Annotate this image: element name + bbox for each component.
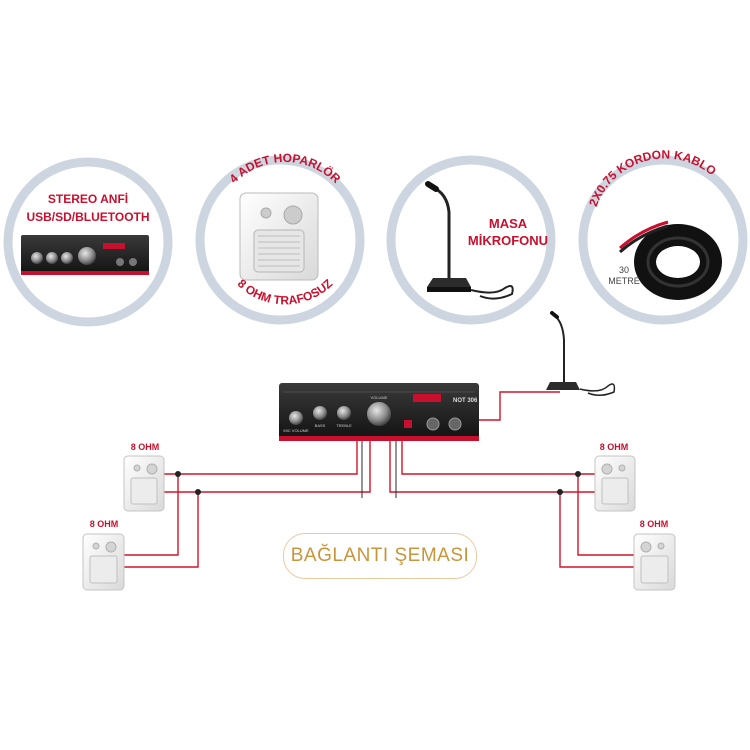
circle-3-line-1: MASA [489, 216, 528, 231]
mini-amplifier-image [21, 235, 149, 275]
usb-sd-display [413, 394, 441, 402]
speaker-top-right-label: 8 OHM [600, 442, 629, 452]
speaker-bottom-left: 8 OHM [82, 519, 125, 591]
main-amplifier: NOT 306 MIC VOLUME BASS TREBLE VOLUME [279, 383, 479, 441]
speaker-bottom-left-label: 8 OHM [90, 519, 119, 529]
knob-label-bass: BASS [315, 423, 326, 428]
diagram-title: BAĞLANTI ŞEMASI [290, 545, 470, 566]
microphone-image [425, 181, 514, 300]
cable-length-number: 30 [619, 265, 629, 275]
circle-1-line-2: USB/SD/BLUETOOTH [26, 210, 149, 224]
speaker-top-left-label: 8 OHM [131, 442, 160, 452]
knob-label-treble: TREBLE [336, 423, 352, 428]
circle-3-line-2: MİKROFONU [468, 233, 548, 248]
knob-label-volume: VOLUME [371, 395, 388, 400]
wire-junctions [175, 471, 581, 495]
amplifier-knobs [289, 402, 391, 426]
circle-cable: 2X0.75 KORDON KABLO 30 METRE [578, 147, 748, 325]
amplifier-model: NOT 306 [453, 398, 478, 404]
circle-stereo-amplifier: STEREO ANFİ USB/SD/BLUETOOTH [3, 157, 173, 327]
speaker-wires [124, 391, 634, 568]
speaker-top-left: 8 OHM [123, 442, 165, 512]
cable-length-unit: METRE [608, 276, 640, 286]
speaker-image [239, 192, 319, 281]
speaker-bottom-right: 8 OHM [633, 519, 676, 591]
diagram-microphone [546, 311, 616, 396]
circle-desk-microphone: MASA MİKROFONU [386, 155, 556, 325]
speaker-bottom-right-label: 8 OHM [640, 519, 669, 529]
cable-coil-image [618, 220, 722, 300]
circle-1-line-1: STEREO ANFİ [48, 191, 128, 206]
diagram-title-box: BAĞLANTI ŞEMASI [283, 533, 477, 579]
speaker-top-right: 8 OHM [594, 442, 636, 512]
circle-speakers: 4 ADET HOPARLÖR 8 OHM TRAFOSUZ [195, 151, 365, 325]
knob-label-mic-volume: MIC VOLUME [283, 428, 309, 433]
